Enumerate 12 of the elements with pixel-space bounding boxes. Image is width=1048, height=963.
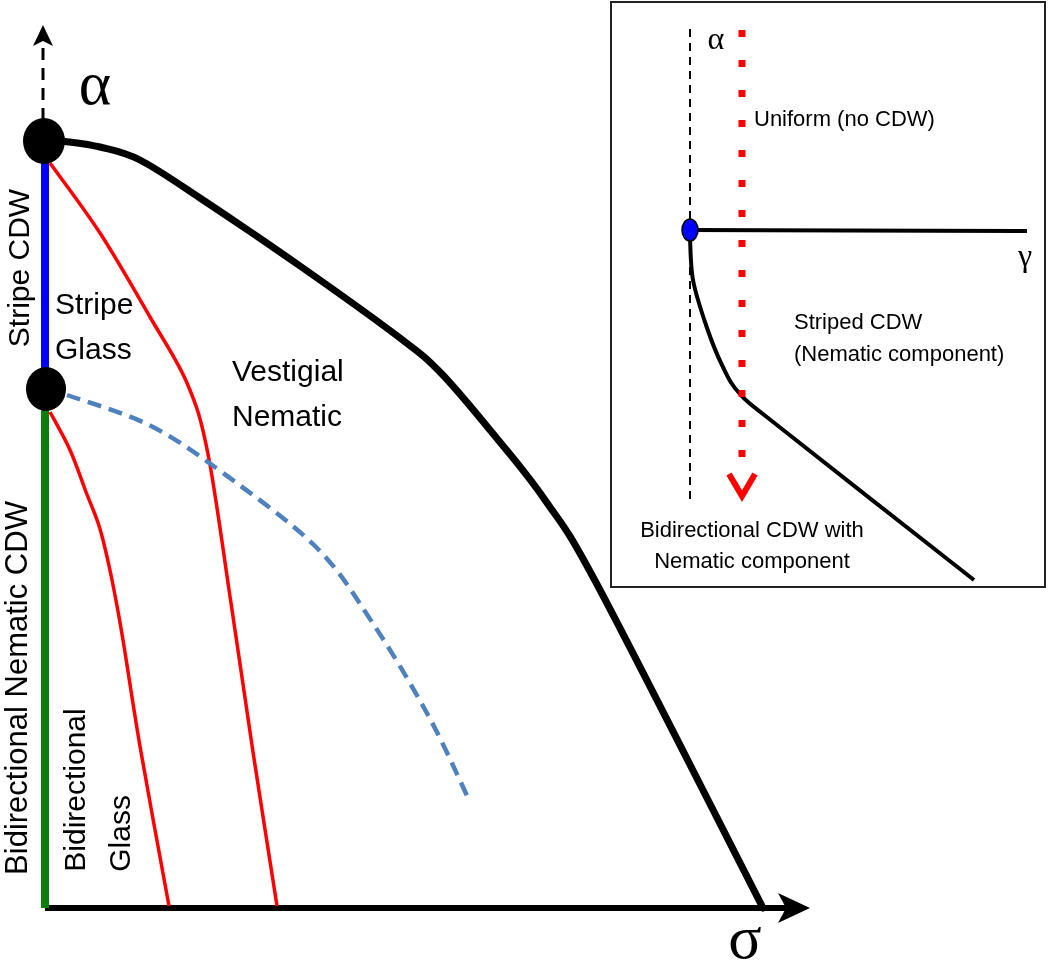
region-label: Stripe Glass (55, 286, 134, 367)
phase-label: Stripe CDW (1, 188, 35, 348)
axis-label: σ (728, 916, 762, 960)
inset-panel (610, 1, 1046, 588)
region-label: Striped CDW (Nematic component) (794, 308, 1006, 368)
phase-label: Bidirectional Nematic CDW (0, 501, 35, 875)
axis-label: α (707, 26, 725, 50)
region-label: Uniform (no CDW) (754, 105, 935, 133)
axis-label: α (78, 62, 112, 106)
region-label: Vestigial Nematic (232, 353, 344, 434)
region-label: Bidirectional Glass (57, 708, 137, 872)
region-label: Bidirectional CDW with Nematic component (639, 516, 865, 575)
